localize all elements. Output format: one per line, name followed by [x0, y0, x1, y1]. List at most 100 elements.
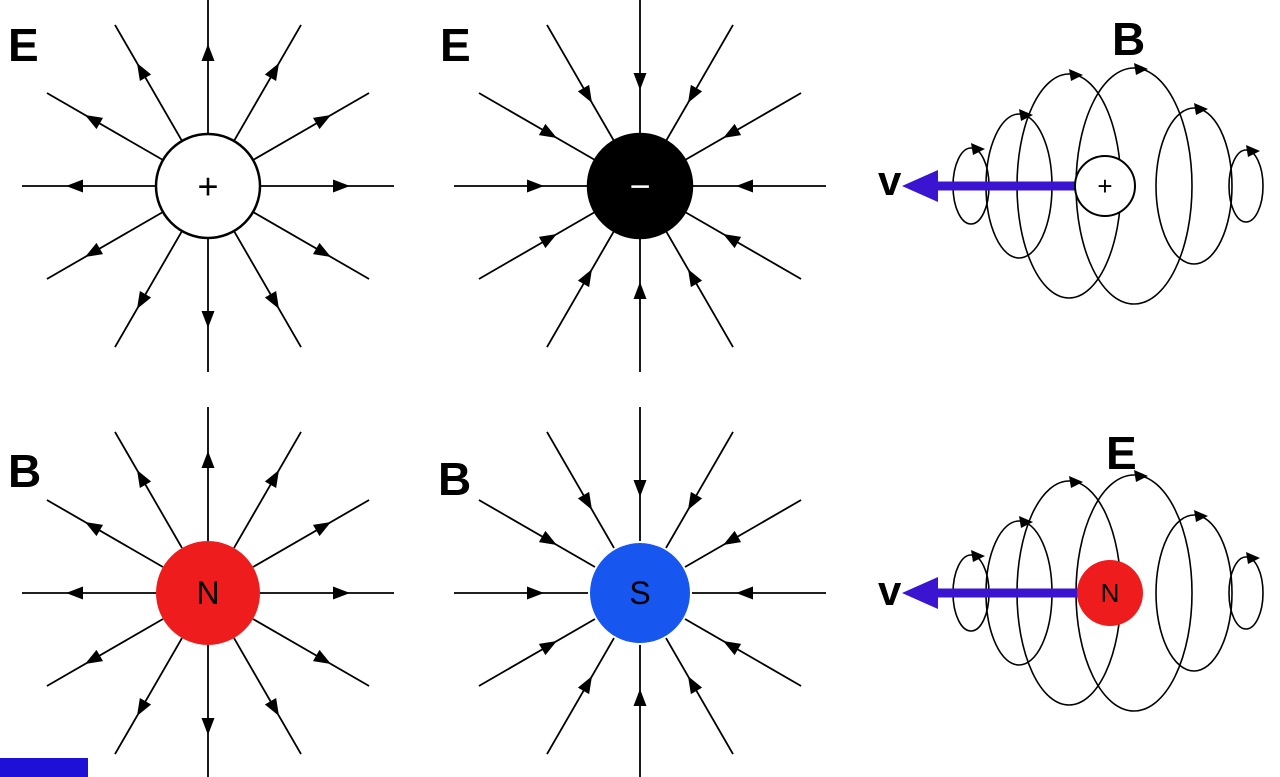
field-arrowhead-icon — [688, 491, 703, 510]
field-arrowhead-icon — [527, 179, 544, 193]
panel-magnetic-field-north-pole: N B — [0, 398, 424, 777]
field-arrowhead-icon — [137, 291, 152, 309]
field-label-E: E — [8, 19, 39, 71]
field-arrowhead-icon — [66, 179, 83, 193]
panel-electric-field-moving-north-pole: N E v — [856, 398, 1280, 777]
field-arrowhead-icon — [633, 689, 647, 706]
field-arrowhead-icon — [85, 649, 103, 664]
north-pole-circle — [156, 541, 260, 645]
field-arrowhead-icon — [538, 123, 557, 138]
field-arrowhead-icon — [137, 63, 152, 81]
field-line — [252, 618, 370, 687]
field-arrowhead-icon — [723, 641, 742, 656]
field-arrowhead-icon — [201, 451, 215, 468]
loop-arrowhead-icon — [1194, 103, 1208, 115]
field-lines — [22, 407, 394, 777]
field-arrowhead-icon — [313, 649, 331, 664]
velocity-label: v — [878, 567, 902, 614]
field-lines — [454, 407, 826, 777]
radial-field-diagram: N — [22, 407, 394, 777]
field-arrowhead-icon — [333, 586, 350, 600]
field-line — [665, 24, 734, 142]
field-arrowhead-icon — [264, 63, 279, 81]
field-arrowhead-icon — [66, 586, 83, 600]
loop-arrowhead-icon — [971, 550, 985, 562]
field-arrowhead-icon — [137, 470, 152, 488]
pole-symbol: N — [196, 575, 219, 611]
panel-magnetic-field-moving-positive-charge: + B v — [856, 0, 1280, 380]
panel-magnetic-field-south-pole: S B — [428, 398, 852, 777]
field-arrowhead-icon — [85, 522, 103, 537]
field-line — [478, 618, 596, 687]
loop-arrowhead-icon — [1246, 145, 1260, 157]
loop-arrowhead-icon — [1194, 510, 1208, 522]
field-line — [46, 211, 164, 280]
field-arrowhead-icon — [736, 179, 753, 193]
field-loop — [1228, 556, 1264, 630]
field-line — [546, 431, 615, 549]
field-line — [252, 499, 370, 568]
field-arrowhead-icon — [201, 44, 215, 61]
loop-arrowhead-icon — [971, 143, 985, 155]
field-arrowhead-icon — [137, 698, 152, 716]
field-arrowhead-icon — [688, 84, 703, 103]
field-arrowhead-icon — [264, 291, 279, 309]
field-line — [46, 92, 164, 161]
charge-symbol: + — [1097, 171, 1112, 201]
field-loop — [1155, 107, 1233, 265]
field-arrowhead-icon — [736, 586, 753, 600]
field-arrowhead-icon — [538, 234, 557, 249]
field-label-B: B — [1112, 13, 1146, 65]
field-loop — [1155, 514, 1233, 672]
field-lines — [454, 0, 826, 372]
field-line — [546, 637, 615, 755]
moving-pole-field-diagram: N — [902, 470, 1264, 712]
field-arrowhead-icon — [688, 269, 703, 288]
velocity-arrowhead-icon — [902, 577, 938, 609]
south-pole-circle — [590, 543, 690, 643]
field-arrowhead-icon — [577, 676, 592, 695]
loop-arrowhead-icon — [1069, 69, 1083, 81]
field-line — [684, 211, 802, 280]
field-line — [46, 499, 164, 568]
field-line — [478, 92, 596, 161]
panel-electric-field-positive-charge: + E — [0, 0, 424, 380]
field-line — [684, 618, 802, 687]
field-line — [233, 230, 302, 348]
field-line — [684, 499, 802, 568]
field-arrowhead-icon — [633, 282, 647, 299]
field-arrowhead-icon — [577, 269, 592, 288]
field-arrowhead-icon — [85, 242, 103, 257]
accent-bar-rect — [0, 758, 88, 777]
field-arrowhead-icon — [264, 470, 279, 488]
loop-arrowhead-icon — [1134, 470, 1148, 482]
pole-symbol: N — [1101, 578, 1120, 608]
field-arrowhead-icon — [633, 73, 647, 90]
loop-arrowhead-icon — [1246, 552, 1260, 564]
field-line — [684, 92, 802, 161]
field-line — [233, 637, 302, 755]
field-arrowhead-icon — [538, 530, 557, 545]
radial-field-diagram: + — [22, 0, 394, 372]
charge-symbol: − — [629, 166, 650, 207]
loop-arrowhead-icon — [1069, 476, 1083, 488]
field-arrowhead-icon — [577, 491, 592, 510]
positive-charge-circle — [1074, 155, 1136, 217]
field-line — [233, 431, 302, 549]
field-arrowhead-icon — [723, 234, 742, 249]
velocity-label: v — [878, 157, 902, 204]
field-arrowhead-icon — [688, 676, 703, 695]
field-label-E: E — [440, 19, 471, 71]
field-line — [46, 618, 164, 687]
field-line — [546, 230, 615, 348]
field-arrowhead-icon — [85, 115, 103, 130]
field-arrowhead-icon — [201, 311, 215, 328]
north-pole-circle — [1077, 560, 1143, 626]
field-line — [114, 637, 183, 755]
field-line — [665, 637, 734, 755]
field-arrowhead-icon — [201, 718, 215, 735]
field-loop — [1228, 149, 1264, 223]
field-label-E: E — [1106, 427, 1137, 479]
radial-field-diagram: − — [454, 0, 826, 372]
